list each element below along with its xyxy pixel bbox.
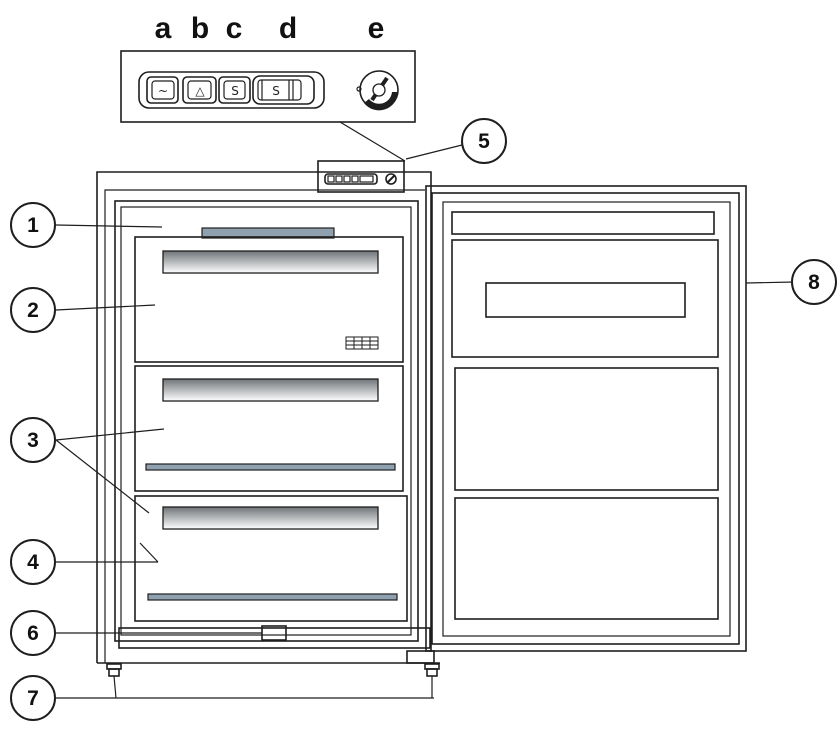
switch-d[interactable]: S (252, 75, 315, 105)
leader-lines (55, 224, 795, 699)
open-door (425, 185, 747, 652)
power-wave-icon: ~ (158, 84, 168, 98)
button-a[interactable]: ~ (146, 76, 179, 104)
label-c: c (226, 12, 243, 45)
door-upper-panel (451, 239, 719, 358)
callout-5-number: 5 (478, 130, 490, 153)
callout-8-number: 8 (808, 271, 820, 294)
drawer-2[interactable] (134, 365, 404, 492)
kick-plate (118, 625, 431, 649)
door-outer (425, 185, 747, 652)
callout-2: 2 (10, 287, 56, 333)
cabinet-outer-outline (96, 171, 432, 663)
foot-right (424, 663, 440, 677)
cabinet-inner-liner (120, 206, 412, 636)
door-lower-panel (454, 497, 719, 620)
mini-panel-box (317, 160, 405, 193)
top-lid-strip (201, 227, 335, 239)
door-top-strip (451, 211, 715, 235)
drawer-3[interactable] (134, 495, 408, 622)
callout-8: 8 (791, 259, 837, 305)
door-label-plate (485, 282, 686, 318)
mini-dial-icon (385, 173, 397, 185)
door-middle-panel (454, 367, 719, 491)
control-panel-zoom: a b c d e ~ △ S S (120, 12, 416, 162)
callout-7: 7 (10, 675, 56, 721)
label-b: b (191, 12, 209, 45)
callout-7-number: 7 (27, 687, 39, 710)
leader-3b (55, 439, 150, 514)
leader-3a (55, 428, 165, 441)
drawer-1-handle[interactable] (162, 250, 379, 274)
leader-4-tick (139, 542, 159, 563)
leader-8 (745, 281, 795, 284)
drawer-2-handle[interactable] (162, 378, 379, 402)
callout-6-number: 6 (27, 622, 39, 645)
callout-3-number: 3 (27, 429, 39, 452)
label-a: a (155, 12, 172, 45)
door-inner-gasket (431, 192, 740, 645)
callout-1-number: 1 (27, 214, 39, 237)
zoom-leader-line (339, 121, 406, 162)
callout-6: 6 (10, 610, 56, 656)
button-b[interactable]: △ (182, 76, 217, 104)
leader-5 (405, 144, 463, 160)
mini-control-panel (317, 160, 405, 193)
super-freeze-icon: S (231, 84, 239, 98)
freezer-cabinet (96, 160, 440, 677)
mini-button-strip (324, 173, 378, 185)
alarm-triangle-icon: △ (195, 84, 205, 98)
leader-2 (55, 304, 156, 311)
hinge-block (406, 650, 435, 664)
callout-1: 1 (10, 202, 56, 248)
drawer-3-handle[interactable] (162, 506, 379, 530)
super-freeze-switch-icon: S (272, 84, 280, 98)
button-strip (138, 71, 325, 109)
label-e: e (368, 12, 385, 45)
callout-4: 4 (10, 539, 56, 585)
callout-5: 5 (461, 118, 507, 164)
label-d: d (279, 12, 297, 45)
callout-3: 3 (10, 417, 56, 463)
control-panel-box (120, 50, 416, 123)
door-inner-liner (442, 201, 731, 637)
button-c[interactable]: S (218, 76, 251, 104)
drawer-1[interactable] (134, 236, 404, 363)
callout-4-number: 4 (27, 551, 39, 574)
foot-left (106, 663, 122, 677)
thermostat-dial-icon[interactable] (356, 70, 399, 111)
leader-7-left (113, 675, 117, 699)
cabinet-inner-frame (114, 200, 419, 642)
drawer-1-label-tag (345, 336, 379, 350)
drawer-3-shelf-bar (147, 593, 398, 601)
leader-1 (55, 224, 163, 228)
drawer-2-shelf-bar (145, 463, 396, 471)
callout-2-number: 2 (27, 299, 39, 322)
